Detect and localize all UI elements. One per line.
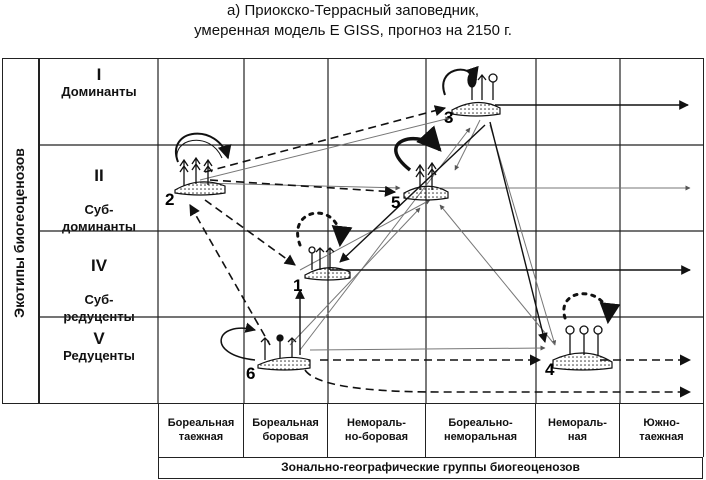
- row-roman-II: II: [94, 166, 104, 185]
- node-label-3: 3: [444, 108, 453, 127]
- node-label-5: 5: [391, 193, 400, 212]
- row-name-subdominants: Суб- доминанты: [61, 202, 137, 234]
- node-label-1: 1: [293, 276, 302, 295]
- figure-title-line2: умеренная модель E GISS, прогноз на 2150…: [194, 22, 512, 39]
- row-name-reducers: Редуценты: [63, 348, 135, 363]
- row-label-subreducers: IV Суб- редуценты: [40, 240, 158, 325]
- column-label-baseline: [158, 403, 704, 404]
- dashed-links: [189, 105, 692, 398]
- grid-lines: [38, 58, 704, 403]
- node-label-2: 2: [165, 190, 174, 209]
- row-label-reducers: V Редуценты: [40, 330, 158, 364]
- column-label-nemoral-pine: Немораль- но-боровая: [328, 403, 426, 457]
- column-label-boreal-taiga: Бореальная таежная: [158, 403, 244, 457]
- row-roman-IV: IV: [90, 256, 108, 275]
- column-label-boreal-nemoral: Бореально- неморальная: [426, 403, 536, 457]
- column-label-boreal-pine: Бореальная боровая: [244, 403, 328, 457]
- row-label-dominants: I Доминанты: [40, 66, 158, 100]
- row-name-dominants: Доминанты: [61, 84, 137, 99]
- node-mounds: [174, 101, 613, 371]
- plant-icons: [179, 72, 603, 360]
- weak-links: [199, 116, 691, 351]
- node-label-4: 4: [545, 360, 555, 379]
- row-roman-I: I: [96, 65, 102, 84]
- node-label-6: 6: [246, 364, 255, 383]
- figure-title-line1: а) Приокско-Террасный заповедник,: [226, 2, 480, 19]
- column-label-south-taiga: Южно- таежная: [620, 403, 704, 457]
- column-label-nemoral: Немораль- ная: [536, 403, 620, 457]
- row-label-subdominants: II Суб- доминанты: [40, 150, 158, 235]
- row-roman-V: V: [93, 329, 105, 348]
- x-axis-label: Зонально-географические группы биогеоцен…: [158, 457, 703, 479]
